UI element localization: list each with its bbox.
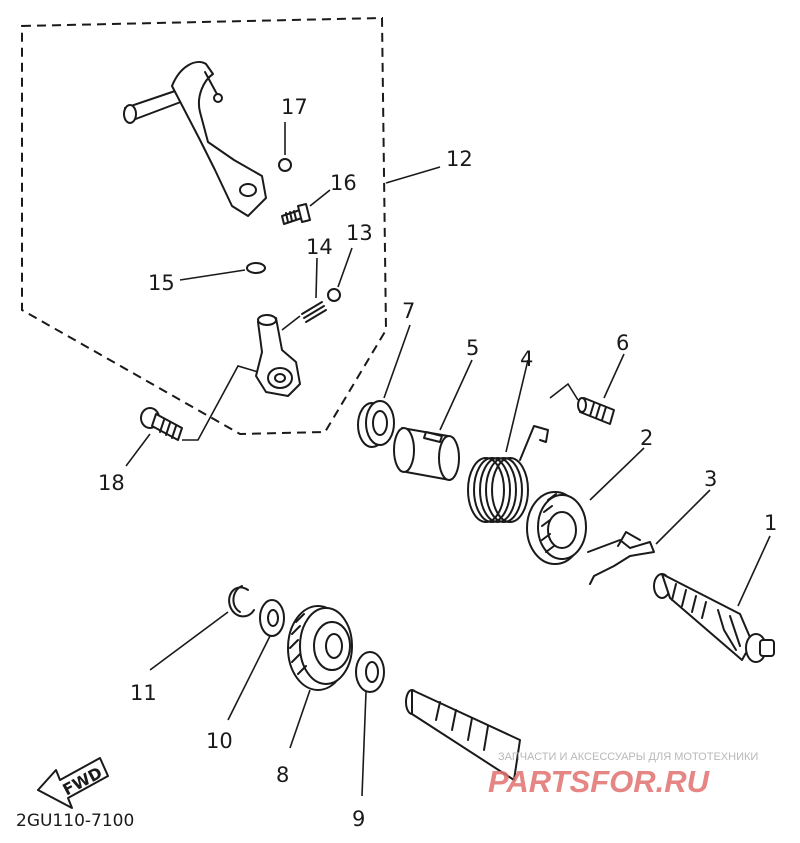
part-15-oval	[246, 262, 266, 274]
part-17-ball	[278, 158, 292, 172]
part-1-kick-shaft	[653, 573, 775, 663]
callout-12: 12	[446, 147, 473, 171]
drawing-code: 2GU110-7100	[16, 811, 134, 831]
callout-3: 3	[704, 467, 717, 491]
watermark-brand: PARTSFOR.RU	[488, 764, 711, 799]
callout-8: 8	[276, 763, 289, 787]
callout-6: 6	[616, 331, 629, 355]
callout-13: 13	[346, 221, 373, 245]
callout-18: 18	[98, 471, 125, 495]
callout-17: 17	[281, 95, 308, 119]
callout-10: 10	[206, 729, 233, 753]
part-11-circlip	[228, 585, 255, 618]
main-shaft	[405, 689, 521, 781]
part-13-ball	[327, 288, 341, 302]
part-6-pin	[577, 397, 615, 425]
callout-12-leader	[385, 166, 441, 184]
part-3-clip	[587, 531, 655, 585]
callout-11: 11	[130, 681, 157, 705]
part-7-collar	[357, 400, 395, 448]
kick-crank-lever	[123, 61, 267, 217]
callout-1: 1	[764, 511, 777, 535]
kick-boss	[255, 314, 301, 397]
fwd-arrow-icon: FWD	[37, 757, 109, 809]
callout-15: 15	[148, 271, 175, 295]
callout-9: 9	[352, 807, 365, 831]
part-5-sleeve	[393, 427, 460, 481]
callout-5: 5	[466, 336, 479, 360]
part-10-washer	[259, 599, 285, 637]
part-4-spring	[467, 425, 549, 523]
part-18-bolt	[140, 407, 183, 441]
watermark-tagline: ЗАПЧАСТИ И АКСЕССУАРЫ ДЛЯ МОТОТЕХНИКИ	[498, 751, 758, 763]
part-8-gear	[287, 605, 353, 691]
callout-7: 7	[402, 299, 415, 323]
callout-16: 16	[330, 171, 357, 195]
part-16-bolt	[281, 203, 311, 225]
assembly-boundary	[21, 16, 388, 436]
callout-2: 2	[640, 426, 653, 450]
part-2-ratchet	[526, 491, 587, 565]
part-14-spring	[301, 301, 327, 323]
callout-14: 14	[306, 235, 333, 259]
part-9-washer	[355, 651, 385, 693]
callout-4: 4	[520, 347, 533, 371]
